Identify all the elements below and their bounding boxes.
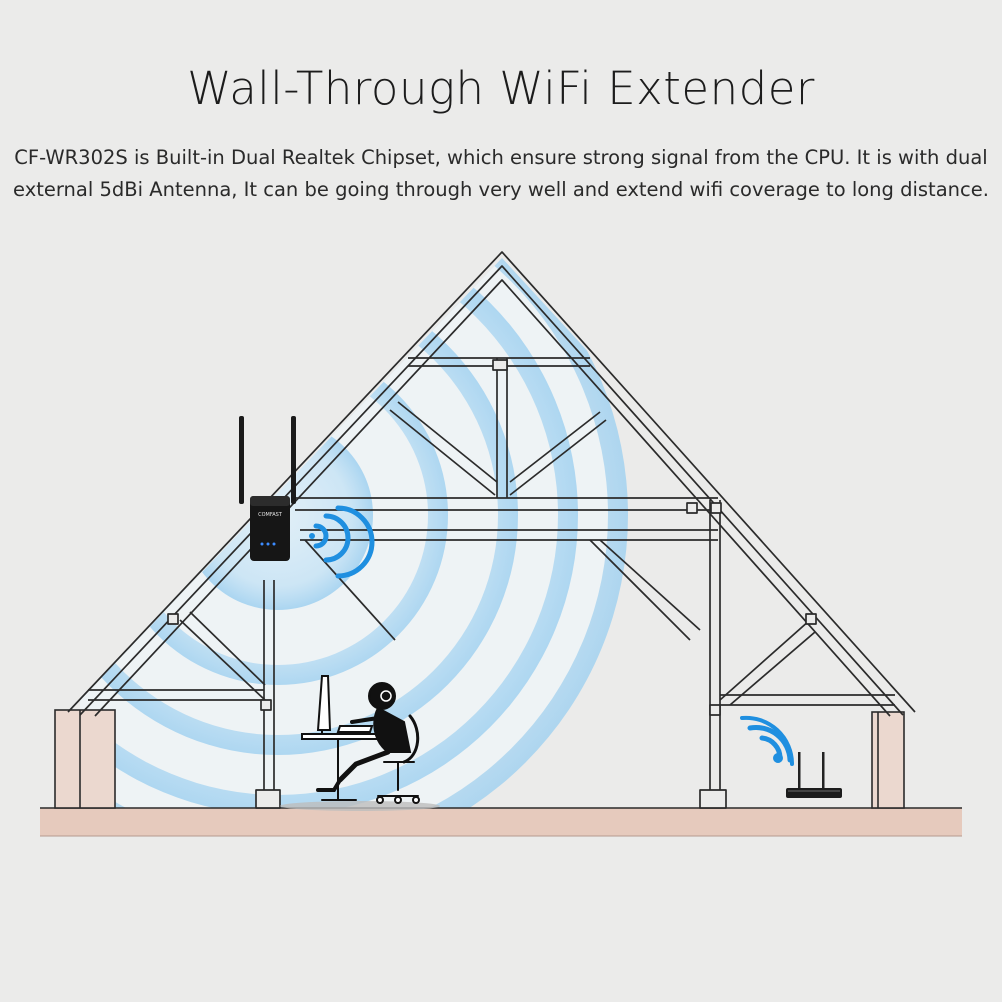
wifi-waves-icon xyxy=(309,505,375,579)
side-walls xyxy=(54,709,905,809)
description-line-1: CF-WR302S is Built-in Dual Realtek Chips… xyxy=(14,146,988,169)
description: CF-WR302S is Built-in Dual Realtek Chips… xyxy=(0,142,1002,206)
person-at-desk xyxy=(301,675,420,804)
device-brand: COMFAST xyxy=(258,512,283,518)
wifi-signal-icon xyxy=(740,715,795,766)
wifi-extender: COMFAST xyxy=(239,416,296,561)
page-title: Wall-Through WiFi Extender xyxy=(187,62,815,115)
floor xyxy=(40,807,962,837)
router-device xyxy=(786,752,842,798)
desk-shadow xyxy=(280,801,440,811)
description-line-2: external 5dBi Antenna, It can be going t… xyxy=(13,178,989,201)
